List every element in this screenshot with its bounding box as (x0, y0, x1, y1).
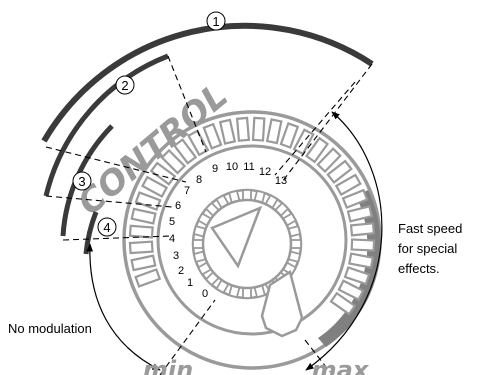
no-modulation-arrow (86, 243, 161, 371)
scale-tick (141, 175, 169, 198)
scale-tick (218, 118, 237, 145)
scale-tick (350, 238, 376, 252)
scale-tick (349, 222, 376, 237)
scale-number: 9 (212, 163, 218, 175)
svg-text:2: 2 (121, 78, 128, 93)
scale-tick (187, 129, 210, 157)
no-modulation-label: No modulation (8, 321, 92, 336)
scale-number: 10 (226, 161, 238, 173)
scale-number: 1 (187, 277, 193, 289)
knob-tooth (274, 201, 290, 217)
scale-tick (134, 268, 162, 288)
knob-tooth (204, 201, 220, 217)
svg-text:1: 1 (212, 14, 219, 29)
dial-inner-ring (156, 144, 348, 336)
scale-tick (128, 224, 154, 239)
scale-tick (128, 240, 154, 255)
scale-tick (172, 138, 198, 165)
knob-tooth (242, 189, 252, 201)
range-marker-3: ③ 3 (72, 171, 92, 191)
knob (191, 188, 304, 338)
scale-number: 6 (175, 200, 181, 212)
scale-number: 2 (178, 265, 184, 277)
scale-tick (341, 188, 369, 210)
scale-number: 5 (169, 216, 175, 228)
knob-tooth (290, 239, 302, 249)
scale-tick (130, 207, 157, 225)
scale-number: 4 (169, 233, 175, 245)
scale-tick (348, 252, 375, 269)
fast-speed-line-1: Fast speed (398, 221, 462, 236)
scale-number: 3 (173, 250, 179, 262)
scale-tick (346, 205, 374, 223)
scale-number: 0 (202, 288, 208, 300)
svg-text:4: 4 (103, 220, 110, 235)
range-arc-2 (43, 53, 169, 197)
scale-number: 11 (243, 161, 254, 173)
scale-tick (343, 266, 371, 286)
scale-number: 12 (259, 166, 271, 178)
min-label: min (143, 356, 193, 375)
fast-speed-line-2: for special (398, 241, 457, 256)
scale-tick (130, 254, 157, 272)
knob-pointer-triangle (210, 205, 263, 269)
scale-tick (235, 116, 251, 142)
range-arc-4 (83, 211, 99, 255)
range-marker-1: ① 1 (206, 11, 226, 31)
knob-tooth (242, 287, 252, 299)
knob-tooth (192, 239, 204, 249)
scale-tick (149, 161, 177, 186)
range-marker-2: ② 2 (115, 75, 135, 95)
scale-tick (202, 122, 223, 150)
scale-number: 8 (196, 174, 202, 186)
knob-tooth (204, 271, 220, 287)
scale-tick (160, 148, 187, 175)
scale-number: 7 (184, 185, 190, 197)
scale-tick (251, 116, 266, 142)
scale-tick (279, 122, 300, 149)
scale-tick (337, 279, 365, 302)
range-arc-1 (41, 22, 374, 143)
scale-number: 13 (275, 175, 287, 187)
scale-tick (265, 118, 283, 145)
knob-grip (260, 270, 304, 338)
max-label: max (312, 356, 370, 375)
max-region-shade (318, 190, 381, 347)
svg-text:3: 3 (78, 174, 85, 189)
range-marker-4: ④ 4 (97, 217, 117, 237)
scale-tick (134, 191, 162, 212)
fast-speed-arrow (305, 111, 383, 371)
fast-speed-line-3: effects. (398, 261, 440, 276)
